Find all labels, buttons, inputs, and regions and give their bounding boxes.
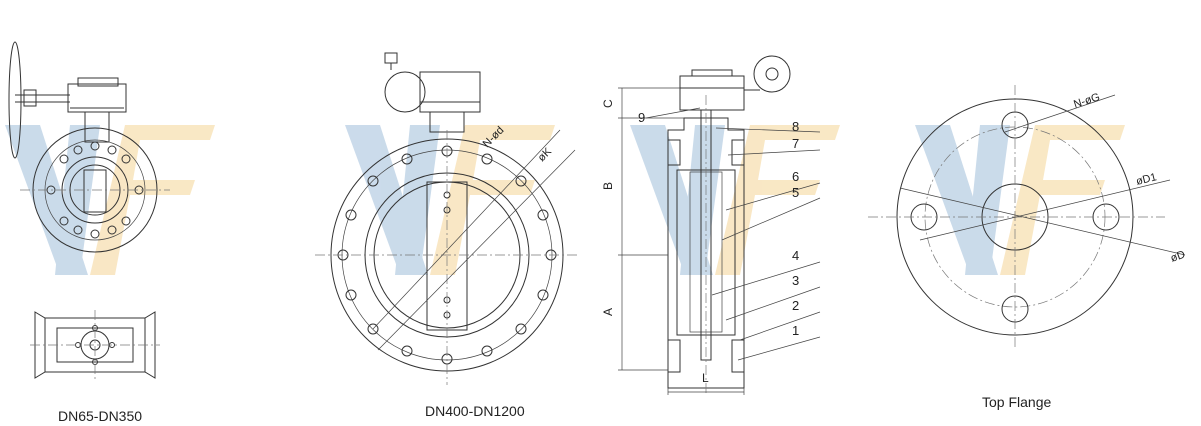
watermark-logo	[5, 125, 215, 275]
watermark-logo	[915, 125, 1125, 275]
label-outer-flange: øD	[1169, 249, 1187, 265]
part-number-7: 7	[792, 136, 799, 151]
label-dim-a: A	[601, 308, 615, 316]
caption-large-range: DN400-DN1200	[425, 403, 525, 419]
caption-small-range: DN65-DN350	[58, 408, 143, 424]
gearbox	[419, 71, 481, 113]
gearbox-wheel	[384, 71, 426, 113]
label-bolt-holes-flange: N-øG	[1072, 91, 1101, 111]
part-number-9: 9	[638, 110, 645, 125]
part-number-5: 5	[792, 185, 799, 200]
top-flange-view	[868, 85, 1186, 350]
handwheel	[8, 41, 22, 159]
label-dim-c: C	[601, 99, 615, 108]
actuator	[679, 75, 745, 111]
part-number-6: 6	[792, 169, 799, 184]
part-number-3: 3	[792, 273, 799, 288]
caption-top-flange: Top Flange	[982, 394, 1052, 410]
valve-cross-section	[618, 55, 840, 395]
part-number-4: 4	[792, 248, 799, 263]
small-valve-top-view	[30, 310, 160, 382]
large-valve-front-view	[315, 52, 580, 385]
part-number-1: 1	[792, 323, 799, 338]
watermark-logo	[630, 125, 840, 275]
label-dim-l: L	[702, 371, 709, 385]
part-number-8: 8	[792, 119, 799, 134]
label-dim-b: B	[601, 182, 615, 190]
valve-body	[667, 117, 745, 389]
part-number-2: 2	[792, 298, 799, 313]
small-valve-front-view	[5, 41, 215, 275]
label-pitch-flange: øD1	[1135, 171, 1158, 188]
label-pitch-large: øK	[536, 145, 555, 164]
